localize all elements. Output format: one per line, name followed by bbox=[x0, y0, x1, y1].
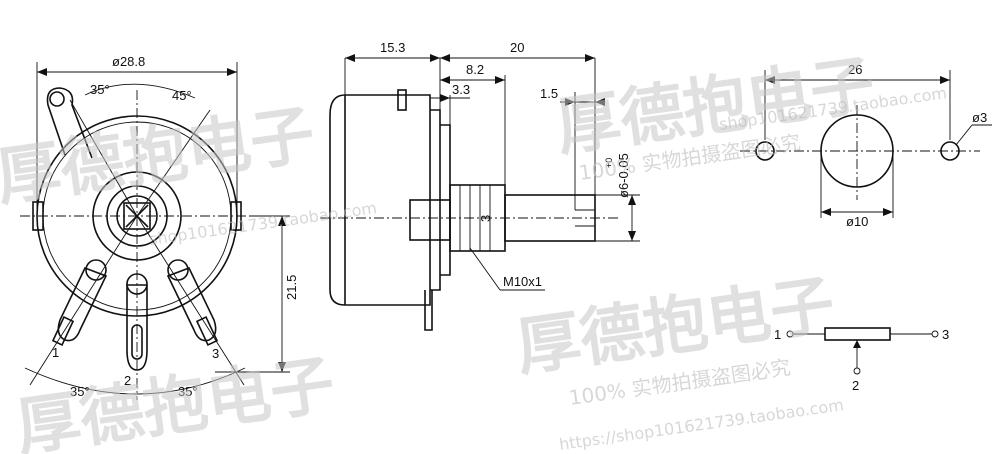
schematic-pin-2-label: 2 bbox=[852, 378, 859, 393]
terminal-2 bbox=[126, 273, 148, 371]
watermark-shop-1: shop101621739.taobao.com bbox=[148, 198, 378, 249]
slot-depth-label: 3 bbox=[478, 215, 493, 222]
schematic-pin-3-label: 3 bbox=[942, 327, 949, 342]
pin-1-label: 1 bbox=[52, 345, 59, 360]
height-label: 21.5 bbox=[284, 275, 299, 300]
shaft-tol-label: +0 bbox=[604, 158, 614, 168]
cutout-width-label: 26 bbox=[848, 62, 862, 77]
shaft-diameter-label: ø6-0.05 bbox=[616, 153, 631, 198]
hole-diameter-label: ø10 bbox=[846, 214, 868, 229]
body-length-label: 15.3 bbox=[380, 40, 405, 55]
terminal-3 bbox=[166, 259, 219, 346]
schematic-pin-1-label: 1 bbox=[774, 327, 781, 342]
angle-bottom-left-label: 35° bbox=[70, 384, 90, 399]
pin-2-label: 2 bbox=[124, 373, 131, 388]
dim-1-5-label: 1.5 bbox=[540, 86, 558, 101]
watermark-brand-1: 厚德抱电子 bbox=[0, 98, 319, 216]
diameter-label: ø28.8 bbox=[112, 54, 145, 69]
angle-top-left-label: 35° bbox=[90, 82, 110, 97]
pin-3-label: 3 bbox=[212, 346, 219, 361]
small-hole-label: ø3 bbox=[972, 110, 987, 125]
angle-top-right-label: 45° bbox=[172, 88, 192, 103]
watermark-brand-4: 厚德抱电子 bbox=[12, 348, 339, 454]
bushing-length-label: 8.2 bbox=[466, 62, 484, 77]
side-view: 3 15.3 20 8.2 3.3 1.5 ø6-0.05 +0 bbox=[320, 40, 640, 331]
dim-3-3-label: 3.3 bbox=[452, 82, 470, 97]
panel-cutout: 26 ø10 ø3 bbox=[740, 62, 992, 229]
front-view: ø28.8 35° 45° bbox=[20, 54, 299, 400]
angle-bottom-right-label: 35° bbox=[178, 384, 198, 399]
shaft-length-label: 20 bbox=[510, 40, 524, 55]
schematic: 1 3 2 bbox=[774, 327, 949, 393]
terminal-1 bbox=[51, 259, 108, 346]
thread-label: M10x1 bbox=[503, 274, 542, 289]
